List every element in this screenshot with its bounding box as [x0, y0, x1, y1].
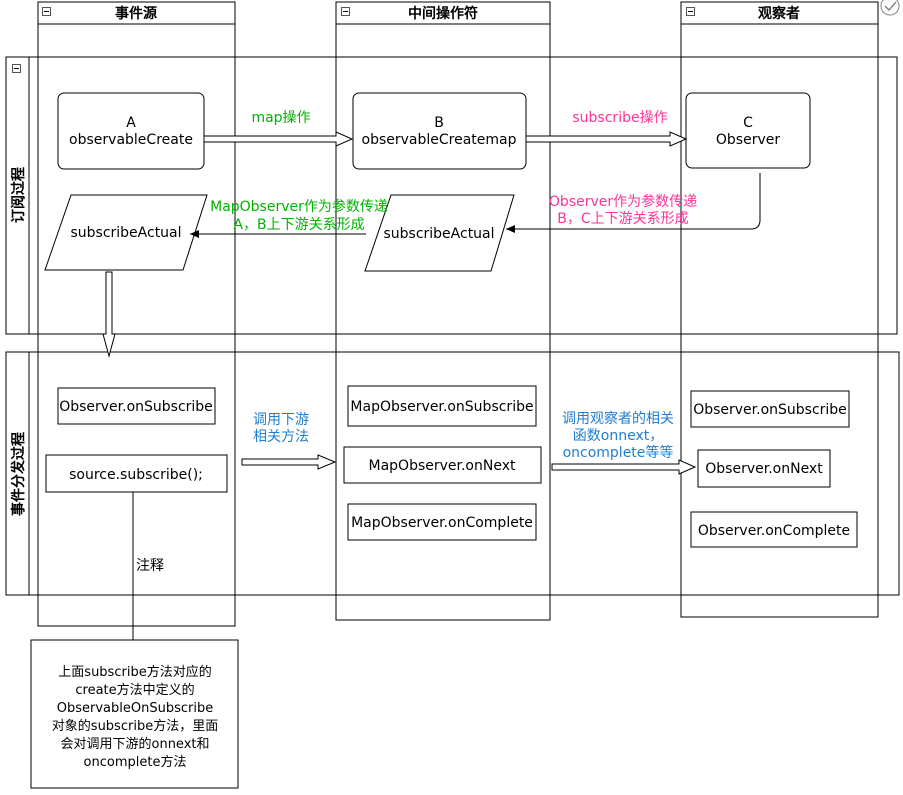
edge-label-map-op: map操作 — [251, 110, 310, 126]
edge-source-to-map — [241, 454, 337, 470]
lane-source: 事件源 — [37, 1, 236, 627]
note-line-6: oncomplete方法 — [84, 754, 187, 770]
edge-label-observer-param-2: B，C上下游关系形成 — [557, 211, 688, 227]
edge-a-to-b — [203, 131, 354, 147]
collapse-lane-source-icon[interactable] — [42, 7, 51, 16]
node-map-onnext-label: MapObserver.onNext — [369, 458, 516, 474]
edge-label-call-down-1: 调用下游 — [253, 412, 309, 428]
pool-subscribe: 订阅过程 — [5, 56, 898, 335]
lane-source-title: 事件源 — [115, 5, 157, 22]
node-a-letter: A — [126, 115, 136, 131]
pool-dispatch-title: 事件分发过程 — [10, 432, 27, 516]
node-b-letter: B — [434, 115, 444, 131]
node-subscribe-actual-mid-label: subscribeActual — [383, 226, 494, 242]
note-box: 上面subscribe方法对应的 create方法中定义的 Observable… — [30, 639, 239, 789]
node-map-onsubscribe-label: MapObserver.onSubscribe — [350, 399, 533, 415]
note-line-2: create方法中定义的 — [75, 682, 194, 698]
node-observer-oncomplete[interactable]: Observer.onComplete — [690, 511, 858, 548]
collapse-pool-subscribe-icon[interactable] — [12, 64, 21, 73]
node-observer-onsubscribe-label: Observer.onSubscribe — [693, 402, 847, 418]
edge-b-to-c — [525, 131, 688, 147]
collapse-lane-operator-icon[interactable] — [341, 7, 350, 16]
node-observer-oncomplete-label: Observer.onComplete — [698, 523, 850, 539]
node-map-onsubscribe[interactable]: MapObserver.onSubscribe — [347, 385, 537, 427]
node-map-oncomplete[interactable]: MapObserver.onComplete — [347, 503, 537, 541]
node-observer-onsubscribe[interactable]: Observer.onSubscribe — [690, 390, 850, 428]
node-observer-onsubscribe-src-label: Observer.onSubscribe — [59, 399, 213, 415]
note-line-3: ObservableOnSubscribe — [57, 701, 213, 716]
node-subscribe-actual-left-label: subscribeActual — [70, 225, 181, 241]
edge-label-call-obs-1: 调用观察者的相关 — [562, 410, 674, 427]
edge-label-map-observer-2: A，B上下游关系形成 — [233, 217, 364, 233]
note-line-5: 会对调用下游的onnext和 — [61, 736, 210, 752]
node-a[interactable]: A observableCreate — [57, 92, 205, 170]
node-source-subscribe[interactable]: source.subscribe(); — [45, 454, 228, 493]
node-observer-onnext-label: Observer.onNext — [705, 461, 823, 477]
edge-label-note: 注释 — [136, 558, 164, 574]
node-c-name: Observer — [716, 132, 780, 148]
node-map-onnext[interactable]: MapObserver.onNext — [343, 446, 542, 484]
node-observer-onsubscribe-src[interactable]: Observer.onSubscribe — [57, 387, 216, 425]
lane-observer-title: 观察者 — [758, 5, 800, 22]
node-source-subscribe-label: source.subscribe(); — [69, 467, 203, 483]
node-subscribe-actual-left[interactable]: subscribeActual — [44, 194, 208, 271]
node-map-oncomplete-label: MapObserver.onComplete — [351, 515, 533, 531]
node-c-letter: C — [743, 115, 753, 131]
edge-label-call-down-2: 相关方法 — [253, 429, 309, 445]
node-b[interactable]: B observableCreatemap — [352, 92, 527, 170]
edge-map-to-observer — [551, 459, 697, 475]
pool-subscribe-title: 订阅过程 — [10, 167, 27, 223]
edge-label-call-obs-2: 函数onnext， — [573, 428, 663, 444]
node-a-name: observableCreate — [69, 132, 193, 148]
edge-label-observer-param-1: Observer作为参数传递 — [549, 193, 697, 210]
edge-label-subscribe-op: subscribe操作 — [572, 110, 667, 126]
lane-observer: 观察者 — [680, 1, 879, 618]
edge-observer-param — [506, 173, 761, 233]
lane-operator: 中间操作符 — [335, 1, 551, 621]
check-circle-icon[interactable] — [880, 0, 900, 16]
node-b-name: observableCreatemap — [362, 132, 517, 148]
edge-left-down — [102, 271, 116, 358]
note-line-1: 上面subscribe方法对应的 — [58, 664, 211, 680]
lane-operator-title: 中间操作符 — [408, 5, 478, 22]
node-subscribe-actual-mid[interactable]: subscribeActual — [364, 194, 515, 272]
edge-label-map-observer-1: MapObserver作为参数传递 — [210, 198, 388, 215]
node-c[interactable]: C Observer — [685, 92, 811, 169]
pool-dispatch: 事件分发过程 — [5, 351, 900, 596]
edge-label-call-obs-3: oncomplete等等 — [563, 444, 674, 461]
note-line-4: 对象的subscribe方法，里面 — [52, 718, 218, 734]
collapse-lane-observer-icon[interactable] — [686, 7, 695, 16]
node-observer-onnext[interactable]: Observer.onNext — [697, 449, 831, 488]
